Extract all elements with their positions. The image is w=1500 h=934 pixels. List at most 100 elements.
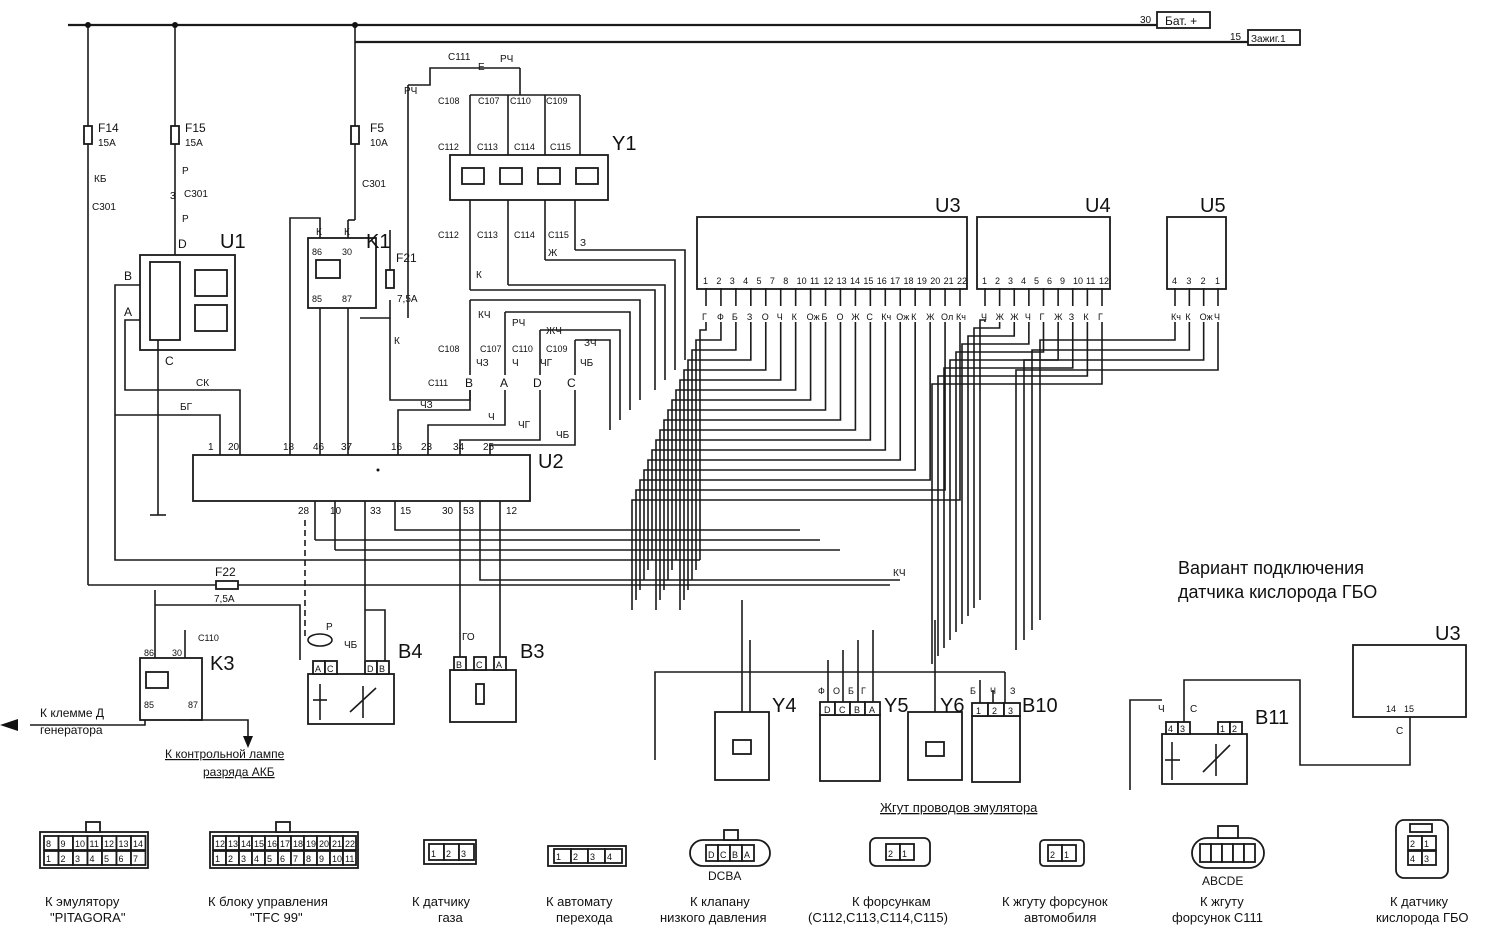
- note-lamp-1: К контрольной лампе: [165, 747, 285, 761]
- u3-wire-color: Кч: [956, 312, 966, 322]
- label-bg: БГ: [180, 402, 193, 413]
- harness-wire: [659, 322, 857, 600]
- b11-pin: 1: [1220, 724, 1225, 734]
- harness-wire: [667, 322, 827, 580]
- b10-wire: З: [1010, 686, 1015, 696]
- label-c301-b: С301: [184, 189, 208, 200]
- u2-pin: 25: [483, 442, 495, 453]
- label-c115-top: С115: [550, 142, 571, 152]
- connector-cell: [342, 850, 357, 866]
- connector-cell: [1421, 835, 1437, 851]
- fuse-f15-name: F15: [185, 121, 206, 135]
- u2-pin: 33: [370, 506, 382, 517]
- y1-label: Y1: [612, 133, 636, 155]
- connector-pin-label: 7: [133, 854, 138, 864]
- u3-wire-color: Б: [822, 312, 828, 322]
- fuse-f14: F14 15А: [83, 121, 119, 149]
- label-c110-mid: С110: [512, 344, 533, 354]
- label-c108-mid: С108: [438, 344, 460, 354]
- harness-wire: [949, 322, 1059, 640]
- harness-wire: [699, 322, 707, 560]
- u2-pin: 15: [400, 506, 412, 517]
- fuse-f15: F15 15А: [170, 121, 206, 149]
- caption-line2: автомобиля: [1024, 910, 1096, 925]
- connector-cell: [899, 843, 915, 861]
- connector-pin-label: 22: [345, 839, 355, 849]
- u5-wire-color: Кч: [1171, 312, 1181, 322]
- caption-line1: К форсункам: [852, 894, 931, 909]
- y4-label: Y4: [772, 695, 796, 717]
- connector-pin-label: B: [732, 850, 738, 860]
- u3-pin: 21: [944, 276, 954, 286]
- caption-line2: (С112,С113,С114,С115): [808, 910, 948, 925]
- connector-cell: [1061, 844, 1077, 862]
- u3-pin: 3: [730, 276, 735, 286]
- connector-pin-label: 6: [280, 854, 285, 864]
- u3-pin: 20: [930, 276, 940, 286]
- connector-pin-label: 9: [319, 854, 324, 864]
- b3-sensor: B3 В С А ГО: [449, 632, 544, 723]
- b11-pin: 2: [1232, 724, 1237, 734]
- connector-pin-label: 18: [293, 839, 303, 849]
- u3-wire-color: С: [866, 312, 873, 322]
- harness-wire: [691, 322, 737, 580]
- note-gen-1: К клемме Д: [40, 706, 104, 720]
- b3-pin: А: [496, 660, 502, 670]
- k3-pin-85: 85: [144, 700, 154, 710]
- c111-pin-c: С: [567, 376, 576, 390]
- k1-wire-k-b: К: [344, 227, 350, 238]
- connector-pin-label: 1: [556, 852, 561, 862]
- caption-line1: К автомату: [546, 894, 613, 909]
- u2-pin: 20: [228, 442, 240, 453]
- label-sk: СК: [196, 378, 209, 389]
- label-rch-1: РЧ: [404, 86, 417, 97]
- fuse-f22-rating: 7,5А: [214, 594, 235, 605]
- connector-cell: [130, 850, 147, 866]
- variant-title-1: Вариант подключения: [1178, 558, 1364, 578]
- b10-wire: Б: [970, 686, 976, 696]
- u3-wire-color: О: [836, 312, 843, 322]
- connector-pin-label: 2: [61, 854, 66, 864]
- u2-pin: 34: [453, 442, 465, 453]
- harness-wire: [687, 322, 752, 590]
- connector-pin-label: 4: [254, 854, 259, 864]
- b11-label: B11: [1255, 707, 1289, 729]
- connector-pin-label: 1: [46, 854, 51, 864]
- u5-pin: 1: [1215, 276, 1220, 286]
- connector-pin-label: 2: [573, 852, 578, 862]
- c111-pin-d: D: [533, 376, 542, 390]
- harness-wire: [631, 322, 961, 610]
- caption-line1: К датчику: [412, 894, 471, 909]
- caption-line2: газа: [438, 910, 464, 925]
- u5-pin: 3: [1186, 276, 1191, 286]
- u2-label: U2: [538, 451, 564, 473]
- label-p2: Р: [182, 214, 189, 225]
- connector-cell: [604, 848, 623, 864]
- harness-wire: [955, 322, 1045, 632]
- label-c301-num: 3: [170, 191, 176, 202]
- y5-wire: Б: [848, 686, 854, 696]
- connector-cell: [1210, 843, 1223, 863]
- b4-pin: А: [315, 664, 321, 674]
- u4-pin: 5: [1034, 276, 1039, 286]
- connector-c111: ABCDE: [1191, 825, 1265, 888]
- u1-pin-a: А: [124, 305, 132, 319]
- u5-wire-color: Ч: [1214, 312, 1220, 322]
- u3-pin: 14: [850, 276, 860, 286]
- caption-line2: форсунок С111: [1172, 910, 1263, 925]
- u3-wire-color: К: [792, 312, 798, 322]
- label-chg-2: ЧГ: [518, 420, 531, 431]
- connector-pin-label: 2: [228, 854, 233, 864]
- connector-cell: [458, 843, 475, 861]
- harness-wire: [643, 322, 916, 580]
- b4-pin: B: [379, 664, 385, 674]
- connector-pin-label: 10: [332, 854, 342, 864]
- label-zhch: ЖЧ: [546, 326, 562, 337]
- b11-pin: 3: [1180, 724, 1185, 734]
- label-chb-2: ЧБ: [556, 430, 570, 441]
- connector-pin-label: 6: [119, 854, 124, 864]
- k3-pin-86: 86: [144, 648, 154, 658]
- u3-wire-color: О: [762, 312, 769, 322]
